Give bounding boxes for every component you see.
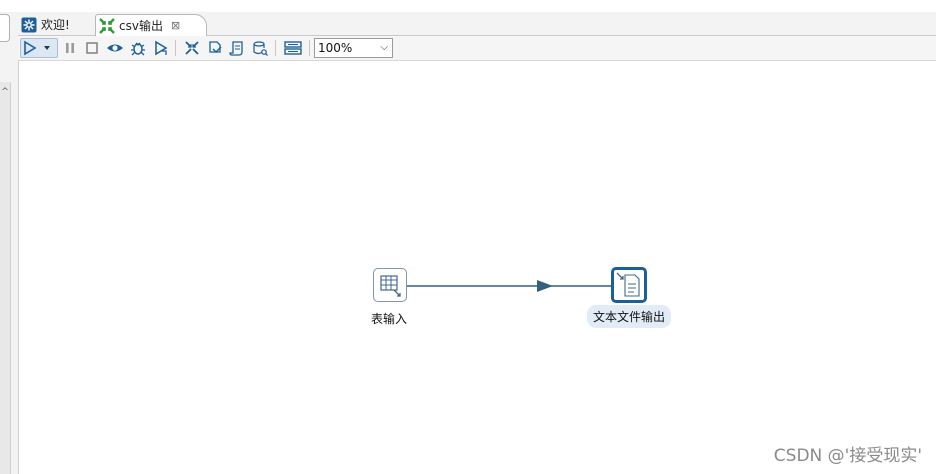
transformation-icon bbox=[99, 17, 115, 34]
debug-button[interactable] bbox=[129, 39, 147, 57]
run-icon bbox=[24, 40, 37, 56]
step-table-input[interactable] bbox=[373, 268, 407, 302]
stop-icon bbox=[86, 42, 98, 54]
run-button[interactable] bbox=[21, 39, 39, 57]
welcome-icon bbox=[21, 17, 37, 33]
sql-button[interactable] bbox=[228, 39, 246, 57]
watermark-text: CSDN @'接受现实' bbox=[773, 446, 922, 466]
verify-icon bbox=[185, 41, 199, 55]
replay-icon bbox=[155, 40, 168, 56]
show-results-button[interactable] bbox=[284, 39, 302, 57]
transformation-toolbar: 100% ⌵ bbox=[18, 36, 936, 61]
editor-tab-bar: 欢迎! csv输出 ⊠ bbox=[18, 12, 936, 36]
preview-button[interactable] bbox=[106, 39, 124, 57]
impact-button[interactable] bbox=[206, 39, 224, 57]
side-panel-scrollbar[interactable] bbox=[0, 82, 11, 474]
scroll-up-arrow-icon[interactable]: ^ bbox=[1, 87, 9, 97]
tab-csv-output[interactable]: csv输出 ⊠ bbox=[95, 14, 207, 36]
results-panel-icon bbox=[284, 41, 302, 55]
hop-arrow-icon bbox=[537, 280, 553, 292]
table-input-icon bbox=[380, 275, 401, 297]
tab-welcome-label: 欢迎! bbox=[41, 18, 70, 32]
debug-bug-icon bbox=[131, 42, 145, 56]
preview-eye-icon bbox=[107, 44, 123, 52]
replay-button[interactable] bbox=[152, 39, 170, 57]
run-options-dropdown[interactable] bbox=[40, 39, 54, 57]
impact-icon bbox=[209, 41, 222, 53]
database-search-icon bbox=[253, 41, 268, 56]
left-side-panel: ^ bbox=[0, 12, 19, 474]
tab-welcome[interactable]: 欢迎! bbox=[18, 14, 94, 35]
transformation-canvas[interactable]: 表输入 文本文件输出 CSDN @'接受现实' bbox=[18, 61, 936, 474]
stop-button[interactable] bbox=[83, 39, 101, 57]
tab-csv-output-label: csv输出 bbox=[119, 19, 163, 33]
sql-scroll-icon bbox=[229, 41, 243, 56]
pause-button[interactable] bbox=[61, 39, 79, 57]
text-file-output-icon bbox=[616, 272, 640, 297]
dropdown-arrow-icon bbox=[44, 46, 50, 50]
zoom-level-value: 100% bbox=[318, 41, 353, 55]
hop-connector[interactable] bbox=[19, 61, 936, 474]
step-text-file-output-label: 文本文件输出 bbox=[587, 305, 672, 328]
chevron-down-icon: ⌵ bbox=[380, 42, 388, 53]
pause-icon bbox=[66, 43, 74, 53]
step-text-file-output[interactable] bbox=[611, 267, 647, 303]
toolbar-separator bbox=[309, 40, 310, 56]
side-panel-tab[interactable] bbox=[0, 14, 10, 42]
zoom-level-select[interactable]: 100% ⌵ bbox=[314, 38, 393, 58]
verify-button[interactable] bbox=[183, 39, 201, 57]
toolbar-separator bbox=[175, 40, 176, 56]
close-tab-icon[interactable]: ⊠ bbox=[170, 19, 181, 32]
run-button-group bbox=[20, 38, 58, 58]
explore-db-button[interactable] bbox=[251, 39, 269, 57]
toolbar-separator bbox=[275, 40, 276, 56]
step-table-input-label: 表输入 bbox=[371, 312, 408, 326]
